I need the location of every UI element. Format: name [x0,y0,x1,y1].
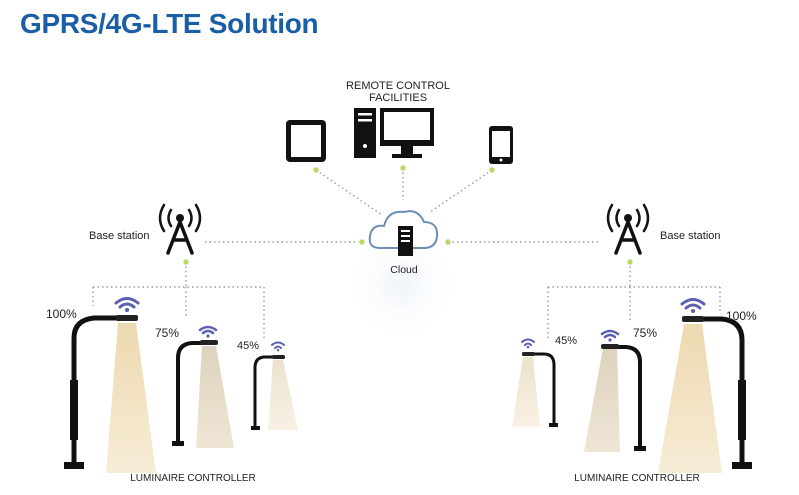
cloud-server-icon [368,210,439,256]
cell-tower-icon-left [158,203,202,255]
street-lamp-small-right [512,352,558,427]
remote-label-line2: FACILITIES [369,92,427,104]
level-label-left-0: 100% [46,307,77,321]
level-label-left-2: 45% [237,340,259,352]
cloud-glow [342,225,462,345]
level-label-right-2: 100% [726,309,757,323]
controller-label-right: LUMINAIRE CONTROLLER [574,473,700,484]
cell-tower-icon-right [606,203,650,255]
street-lamp-large-left [64,315,156,473]
tablet-icon [286,120,326,162]
wifi-icon-small-right [521,338,535,349]
node-dots [182,164,634,266]
page-title: GPRS/4G-LTE Solution [20,8,319,39]
remote-label-line1: REMOTE CONTROL [346,80,450,92]
street-lamp-medium-left [172,340,234,448]
street-lamp-medium-right [584,344,646,452]
wifi-icon-small-left [271,341,285,352]
level-label-left-1: 75% [155,326,179,340]
controller-label-left: LUMINAIRE CONTROLLER [130,473,256,484]
base-station-left-label: Base station [89,230,150,242]
street-lamp-large-right [658,316,752,473]
level-label-right-1: 75% [633,326,657,340]
connectors [92,168,721,340]
wifi-icon-large-left [114,297,140,312]
desktop-computer-icon [354,108,434,158]
smartphone-icon [489,126,513,164]
wifi-icon-medium-right [600,329,620,342]
level-label-right-0: 45% [555,335,577,347]
cloud-label: Cloud [390,264,418,276]
street-lamp-small-left [251,355,298,430]
wifi-icon-medium-left [198,325,218,338]
wifi-icon-large-right [680,298,706,313]
base-station-right-label: Base station [660,230,721,242]
